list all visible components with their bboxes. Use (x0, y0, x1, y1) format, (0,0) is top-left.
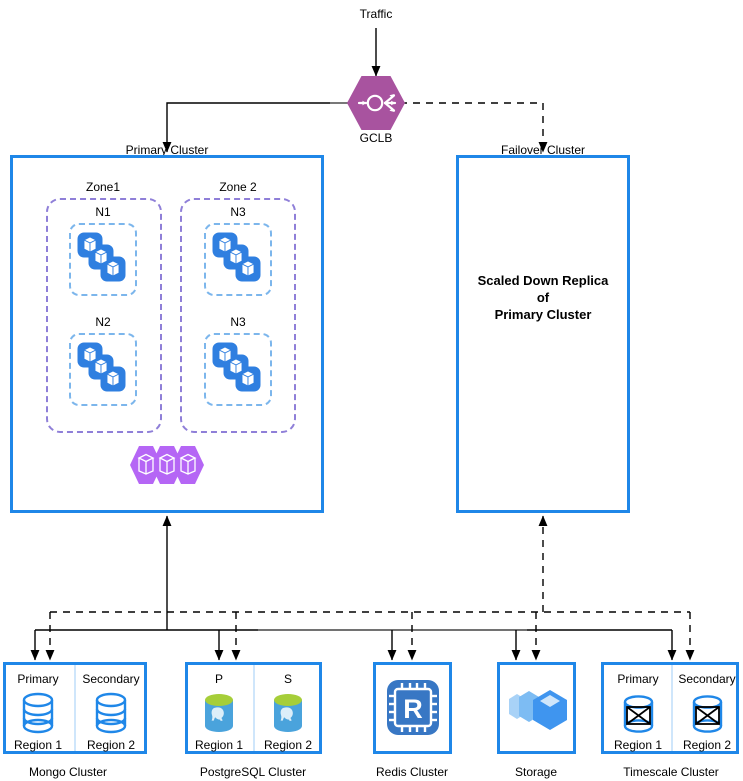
mongo-primary-region: Region 1 (13, 738, 63, 752)
redis-chip-icon: R (387, 680, 439, 735)
traffic-label: Traffic (359, 7, 393, 21)
load-balancer-hexagon-icon (347, 76, 405, 130)
redis-cluster-caption: Redis Cluster (375, 765, 449, 779)
postgresql-primary-role: P (214, 672, 224, 686)
mongo-cluster-caption: Mongo Cluster (28, 765, 108, 779)
timescale-divider (671, 665, 673, 751)
node-cubes-icon (77, 342, 126, 392)
node-n3b-label: N3 (230, 315, 246, 329)
postgresql-secondary-region: Region 2 (263, 738, 313, 752)
failover-body-line-2: of (536, 290, 550, 305)
node-n3a-box[interactable] (204, 223, 272, 296)
gclb-label: GCLB (359, 131, 393, 145)
zone-1-box[interactable] (46, 198, 162, 433)
node-cubes-icon (77, 232, 126, 282)
primary-cluster-label: Primary Cluster (125, 143, 209, 157)
timescale-cylinder-icon (623, 695, 654, 733)
zone-2-label: Zone 2 (219, 180, 257, 194)
timescale-cluster-caption: Timescale Cluster (623, 765, 719, 779)
storage-boxes-icon (509, 690, 567, 730)
postgresql-cluster-caption: PostgreSQL Cluster (199, 765, 307, 779)
node-cubes-icon (212, 342, 261, 392)
node-cubes-icon (212, 232, 261, 282)
postgresql-secondary-role: S (283, 672, 293, 686)
node-n3b-box[interactable] (204, 333, 272, 406)
svg-text:R: R (403, 694, 423, 724)
node-n1-label: N1 (95, 205, 111, 219)
mongo-cylinder-icon (22, 692, 54, 734)
node-n2-label: N2 (95, 315, 111, 329)
timescale-secondary-region: Region 2 (682, 738, 732, 752)
pods-hexagons-icon (130, 446, 204, 484)
timescale-cylinder-icon (692, 695, 723, 733)
postgres-elephant-icon (205, 694, 233, 732)
failover-cluster-body: Scaled Down Replica of Primary Cluster (458, 272, 628, 323)
timescale-primary-role: Primary (617, 672, 659, 686)
postgresql-divider (253, 665, 255, 751)
zone-2-box[interactable] (180, 198, 296, 433)
failover-body-line-1: Scaled Down Replica (477, 273, 609, 288)
mongo-cylinder-icon (95, 692, 127, 734)
zone-1-label: Zone1 (85, 180, 121, 194)
mongo-divider (74, 665, 76, 751)
node-n1-box[interactable] (69, 223, 137, 296)
failover-cluster-box[interactable] (456, 155, 630, 513)
failover-cluster-label: Failover Cluster (500, 143, 586, 157)
postgres-elephant-icon (274, 694, 302, 732)
postgresql-primary-region: Region 1 (194, 738, 244, 752)
failover-body-line-3: Primary Cluster (494, 307, 592, 322)
mongo-secondary-role: Secondary (82, 672, 140, 686)
mongo-secondary-region: Region 2 (86, 738, 136, 752)
node-n3a-label: N3 (230, 205, 246, 219)
mongo-primary-role: Primary (17, 672, 59, 686)
timescale-secondary-role: Secondary (678, 672, 736, 686)
storage-caption: Storage (514, 765, 558, 779)
node-n2-box[interactable] (69, 333, 137, 406)
timescale-primary-region: Region 1 (613, 738, 663, 752)
